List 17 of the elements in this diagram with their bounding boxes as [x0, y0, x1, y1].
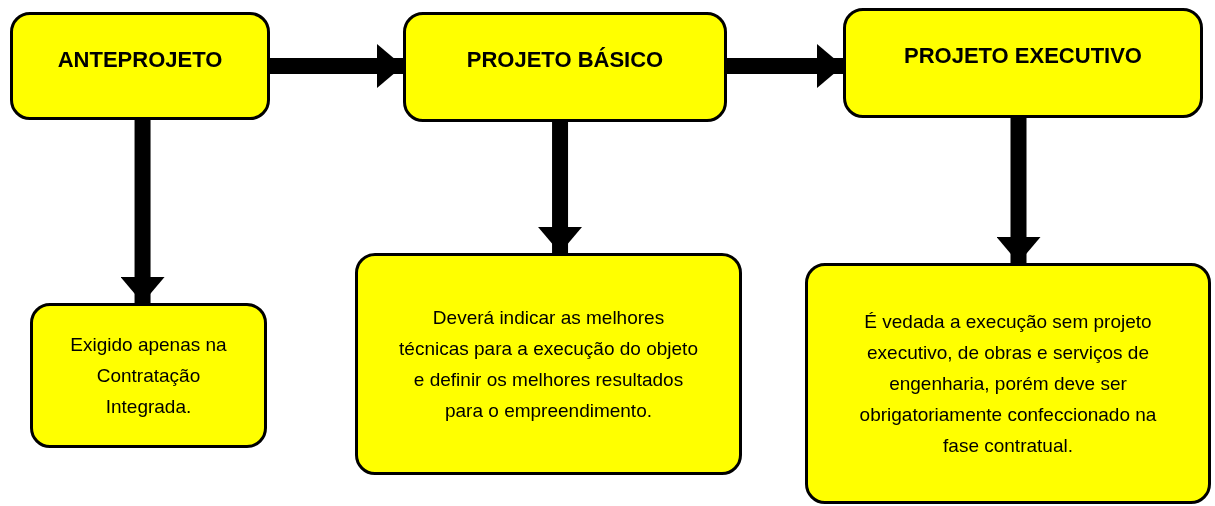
stage-title: PROJETO BÁSICO	[466, 47, 664, 73]
block-arrow	[270, 44, 403, 88]
stage-box	[10, 12, 270, 120]
description-box	[355, 253, 742, 475]
block-arrow	[996, 118, 1041, 263]
description-text: Deverá indicar as melhores técnicas para a execução do objeto e definir os melhores resultados para o empreendimento.	[398, 306, 699, 423]
stage-box	[843, 8, 1203, 118]
block-arrow	[120, 120, 165, 303]
stage-box	[403, 12, 727, 122]
stage-title: PROJETO EXECUTIVO	[904, 43, 1142, 69]
block-arrow	[727, 44, 843, 88]
description-text: É vedada a execução sem projeto executivo, de obras e serviços de engenharia, porém deve ser obrigatoriamente confeccionado na fase contratual.	[858, 310, 1158, 458]
description-box	[805, 263, 1211, 504]
block-arrow	[538, 122, 583, 253]
stage-title: ANTEPROJETO	[57, 47, 223, 73]
description-box	[30, 303, 267, 448]
description-text: Exigido apenas na Contratação Integrada.	[69, 333, 228, 419]
